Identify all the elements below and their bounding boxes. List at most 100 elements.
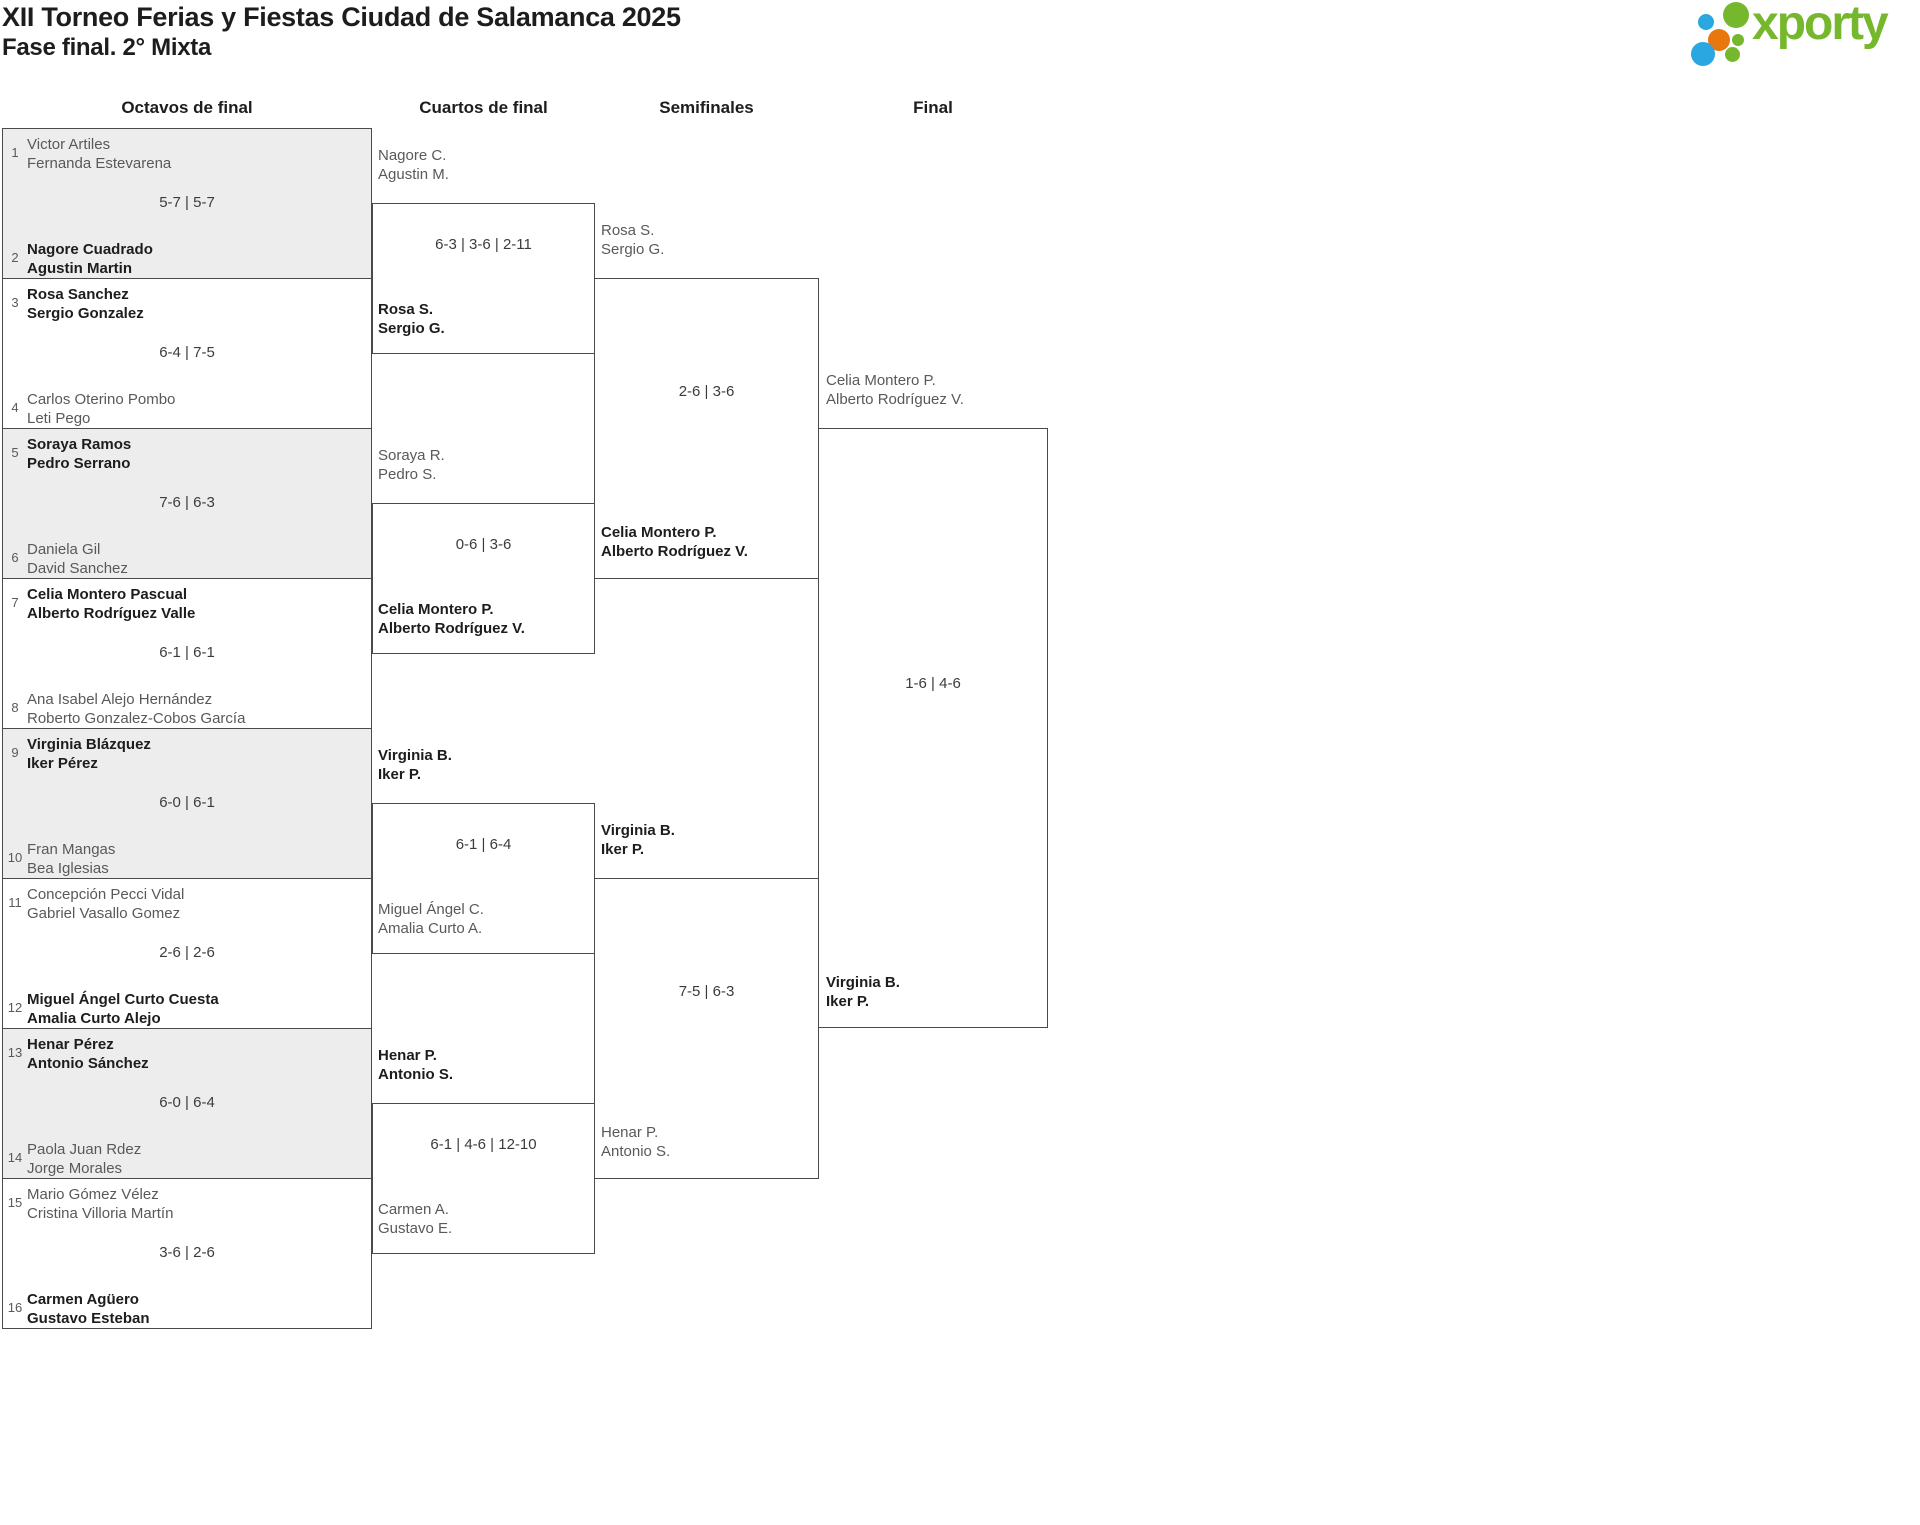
player-name: Victor Artiles — [27, 136, 111, 153]
logo-dot-icon — [1698, 14, 1714, 30]
round-header-final: Final — [913, 98, 953, 117]
team-pair: Carmen A. Gustavo E. — [378, 1200, 452, 1238]
player-name: Mario Gómez Vélez — [27, 1186, 159, 1203]
player-name: Rosa S. — [378, 301, 434, 318]
match-score: 5-7 | 5-7 — [159, 194, 215, 211]
player-name: Agustin M. — [378, 166, 449, 183]
team-pair: Rosa S. Sergio G. — [378, 300, 445, 338]
player-name: Virginia Blázquez — [27, 736, 151, 753]
player-name: Rosa S. — [601, 222, 655, 239]
match-score: 6-3 | 3-6 | 2-11 — [435, 236, 532, 253]
team-pair: Henar Pérez Antonio Sánchez — [27, 1035, 149, 1073]
team-pair: Celia Montero P. Alberto Rodríguez V. — [826, 371, 964, 409]
player-name: Gustavo E. — [378, 1220, 453, 1237]
player-name: Antonio S. — [601, 1143, 671, 1160]
match-score: 6-0 | 6-4 — [159, 1094, 215, 1111]
player-name: Celia Montero P. — [378, 601, 494, 618]
player-name: Henar P. — [601, 1124, 659, 1141]
team-pair: Carlos Oterino Pombo Leti Pego — [27, 390, 175, 428]
seed-number: 14 — [7, 1150, 23, 1165]
match-box: 13 Henar Pérez Antonio Sánchez 6-0 | 6-4… — [2, 1028, 372, 1179]
player-name: Antonio S. — [378, 1066, 453, 1083]
seed-number: 7 — [11, 595, 19, 610]
team-pair: Soraya Ramos Pedro Serrano — [27, 435, 131, 473]
player-name: Rosa Sanchez — [27, 286, 129, 303]
match-score: 1-6 | 4-6 — [905, 675, 961, 692]
team-pair: Miguel Ángel C. Amalia Curto A. — [378, 900, 484, 938]
seed-number: 2 — [11, 250, 19, 265]
round-header-octavos: Octavos de final — [121, 98, 253, 117]
seed-number: 5 — [11, 445, 19, 460]
logo-dot-icon — [1725, 47, 1740, 62]
player-name: Iker P. — [378, 766, 422, 783]
team-pair: Celia Montero P. Alberto Rodríguez V. — [378, 600, 525, 638]
team-pair: Rosa S. Sergio G. — [601, 221, 664, 259]
player-name: Nagore C. — [378, 147, 447, 164]
seed-number: 3 — [11, 295, 19, 310]
match-box: 7 Celia Montero Pascual Alberto Rodrígue… — [2, 578, 372, 729]
logo-dot-icon — [1723, 2, 1749, 28]
player-name: Jorge Morales — [27, 1160, 123, 1177]
seed-number: 4 — [11, 400, 19, 415]
player-name: Alberto Rodríguez V. — [378, 620, 525, 637]
team-pair: Daniela Gil David Sanchez — [27, 540, 128, 578]
match-score: 6-1 | 4-6 | 12-10 — [430, 1136, 537, 1153]
player-name: Fran Mangas — [27, 841, 116, 858]
match-score: 7-6 | 6-3 — [159, 494, 215, 511]
seed-number: 9 — [11, 745, 19, 760]
player-name: Miguel Ángel C. — [378, 901, 484, 918]
phase-subtitle: Fase final. 2° Mixta — [2, 34, 212, 61]
team-pair: Celia Montero P. Alberto Rodríguez V. — [601, 523, 748, 561]
player-name: Celia Montero P. — [826, 372, 936, 389]
team-pair: Mario Gómez Vélez Cristina Villoria Mart… — [27, 1185, 173, 1223]
player-name: Virginia B. — [826, 974, 900, 991]
player-name: Leti Pego — [27, 410, 91, 427]
player-name: Gustavo Esteban — [27, 1310, 150, 1327]
round-header-semifinales: Semifinales — [659, 98, 754, 117]
team-pair: Soraya R. Pedro S. — [378, 446, 445, 484]
team-pair: Paola Juan Rdez Jorge Morales — [27, 1140, 141, 1178]
player-name: Pedro Serrano — [27, 455, 131, 472]
team-pair: Fran Mangas Bea Iglesias — [27, 840, 115, 878]
player-name: Amalia Curto Alejo — [27, 1010, 161, 1027]
player-name: Virginia B. — [378, 747, 452, 764]
player-name: Soraya Ramos — [27, 436, 132, 453]
bracket-box — [818, 428, 1048, 1028]
player-name: Paola Juan Rdez — [27, 1141, 142, 1158]
match-box: 9 Virginia Blázquez Iker Pérez 6-0 | 6-1… — [2, 728, 372, 879]
match-score: 7-5 | 6-3 — [678, 983, 735, 1000]
team-pair: Henar P. Antonio S. — [601, 1123, 670, 1161]
player-name: Sergio G. — [601, 241, 665, 258]
match-score: 2-6 | 3-6 — [678, 383, 735, 400]
team-pair: Celia Montero Pascual Alberto Rodríguez … — [27, 585, 195, 623]
seed-number: 12 — [7, 1000, 23, 1015]
player-name: Sergio G. — [378, 320, 445, 337]
player-name: Daniela Gil — [27, 541, 101, 558]
match-box: 15 Mario Gómez Vélez Cristina Villoria M… — [2, 1178, 372, 1329]
team-pair: Nagore C. Agustin M. — [378, 146, 449, 184]
seed-number: 1 — [11, 145, 19, 160]
bracket-box — [594, 878, 819, 1179]
seed-number: 15 — [7, 1195, 23, 1210]
logo-dot-icon — [1708, 29, 1730, 51]
player-name: Concepción Pecci Vidal — [27, 886, 185, 903]
player-name: Pedro S. — [378, 466, 437, 483]
player-name: David Sanchez — [27, 560, 128, 577]
player-name: Soraya R. — [378, 447, 445, 464]
logo-dot-icon — [1691, 42, 1715, 66]
player-name: Iker P. — [601, 841, 645, 858]
match-score: 6-4 | 7-5 — [159, 344, 215, 361]
team-pair: Virginia B. Iker P. — [826, 973, 900, 1011]
match-box: 5 Soraya Ramos Pedro Serrano 7-6 | 6-3 6… — [2, 428, 372, 579]
seed-number: 13 — [7, 1045, 23, 1060]
player-name: Alberto Rodríguez Valle — [27, 605, 196, 622]
player-name: Gabriel Vasallo Gomez — [27, 905, 181, 922]
player-name: Cristina Villoria Martín — [27, 1205, 174, 1222]
player-name: Alberto Rodríguez V. — [601, 543, 748, 560]
player-name: Roberto Gonzalez-Cobos García — [27, 710, 246, 727]
player-name: Henar P. — [378, 1047, 437, 1064]
player-name: Carlos Oterino Pombo — [27, 391, 176, 408]
team-pair: Virginia B. Iker P. — [601, 821, 675, 859]
player-name: Sergio Gonzalez — [27, 305, 144, 322]
